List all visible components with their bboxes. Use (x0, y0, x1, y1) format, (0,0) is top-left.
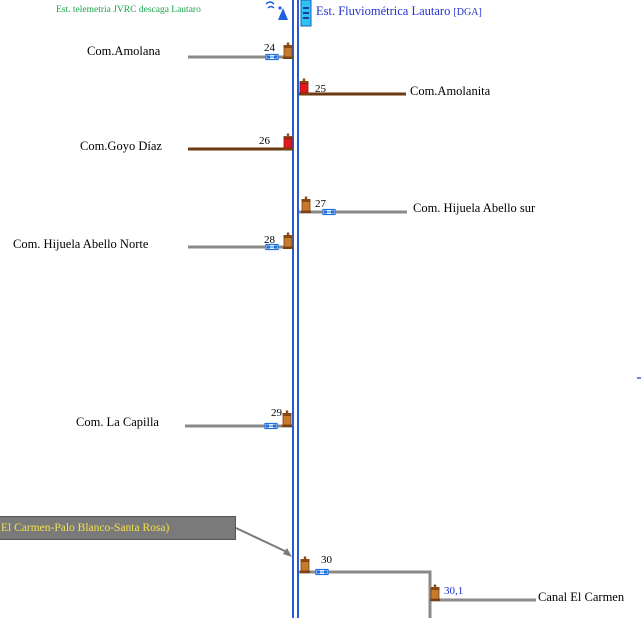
station-label[interactable]: Est. Fluviométrica Lautaro [DGA] (316, 5, 482, 18)
offtake-number-28: 28 (264, 234, 275, 246)
telemetry-antenna-icon[interactable] (265, 1, 288, 20)
gate-27-icon[interactable] (300, 196, 312, 214)
offtake-name-25[interactable]: Com.Amolanita (410, 84, 491, 98)
callout-pointer (235, 527, 290, 554)
offtake-name-30-1[interactable]: Canal El Carmen (538, 590, 625, 604)
telemetry-station-label[interactable]: Est. telemetria JVRC descaga Lautaro (56, 5, 201, 15)
station-gauge-icon[interactable] (300, 0, 312, 27)
offtake-number-30-1: 30,1 (444, 585, 464, 597)
gate-30-icon[interactable] (299, 556, 311, 574)
callout-text: El Carmen-Palo Blanco-Santa Rosa) (1, 522, 170, 534)
flow-meter-30-icon[interactable] (315, 568, 329, 576)
offtake-number-26: 26 (259, 135, 270, 147)
offtake-number-29: 29 (271, 407, 282, 419)
offtake-number-25: 25 (315, 83, 326, 95)
flow-meter-24-icon[interactable] (265, 53, 279, 61)
gate-24-icon[interactable] (282, 42, 294, 60)
gate-29-icon[interactable] (281, 410, 293, 428)
flow-meter-27-icon[interactable] (322, 208, 336, 216)
station-name: Est. Fluviométrica Lautaro (316, 4, 451, 18)
canal-30 (299, 570, 432, 618)
gate-25-icon[interactable] (298, 78, 310, 96)
offtake-name-26[interactable]: Com.Goyo Díaz (80, 139, 162, 153)
offtake-name-24[interactable]: Com.Amolana (87, 44, 161, 58)
offtake-number-24: 24 (264, 42, 275, 54)
offtake-name-29[interactable]: Com. La Capilla (76, 415, 159, 429)
canal-callout-box[interactable]: El Carmen-Palo Blanco-Santa Rosa) (0, 516, 236, 540)
station-tag: [DGA] (453, 7, 482, 18)
offtake-number-27: 27 (315, 198, 326, 210)
gate-28-icon[interactable] (282, 232, 294, 250)
callout-arrowhead (283, 548, 292, 557)
offtake-name-28[interactable]: Com. Hijuela Abello Norte (13, 237, 149, 251)
offtake-name-27[interactable]: Com. Hijuela Abello sur (413, 201, 536, 215)
gate-26-icon[interactable] (282, 133, 294, 151)
flow-meter-29-icon[interactable] (264, 422, 278, 430)
offtake-number-30: 30 (321, 554, 332, 566)
